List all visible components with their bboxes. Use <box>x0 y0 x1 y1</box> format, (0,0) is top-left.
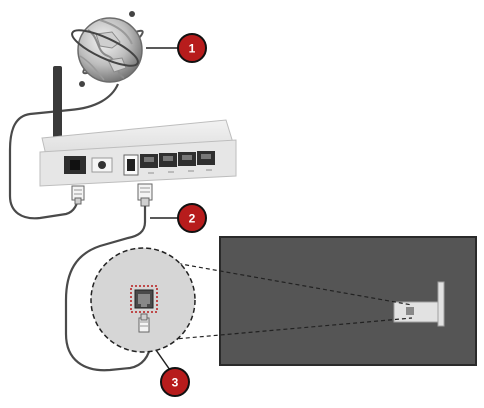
tv-icon <box>219 236 477 366</box>
internet-cable <box>8 83 120 220</box>
lan-cable-icon <box>137 183 153 207</box>
lan-cable <box>64 206 152 372</box>
router-lan-ports <box>140 151 215 168</box>
antenna-icon <box>53 66 62 150</box>
zoom-guides <box>129 254 413 344</box>
callout-3: 3 <box>155 349 190 397</box>
power-plug-icon <box>71 185 85 205</box>
callout-1-number: 1 <box>189 42 196 56</box>
callout-2: 2 <box>150 203 207 233</box>
magnifier-icon <box>90 247 196 353</box>
callout-1: 1 <box>146 33 207 63</box>
callout-2-number: 2 <box>189 212 196 226</box>
callout-3-number: 3 <box>172 376 179 390</box>
lan-port-icon <box>130 285 158 313</box>
globe-icon <box>71 11 144 87</box>
router-icon <box>39 66 237 187</box>
